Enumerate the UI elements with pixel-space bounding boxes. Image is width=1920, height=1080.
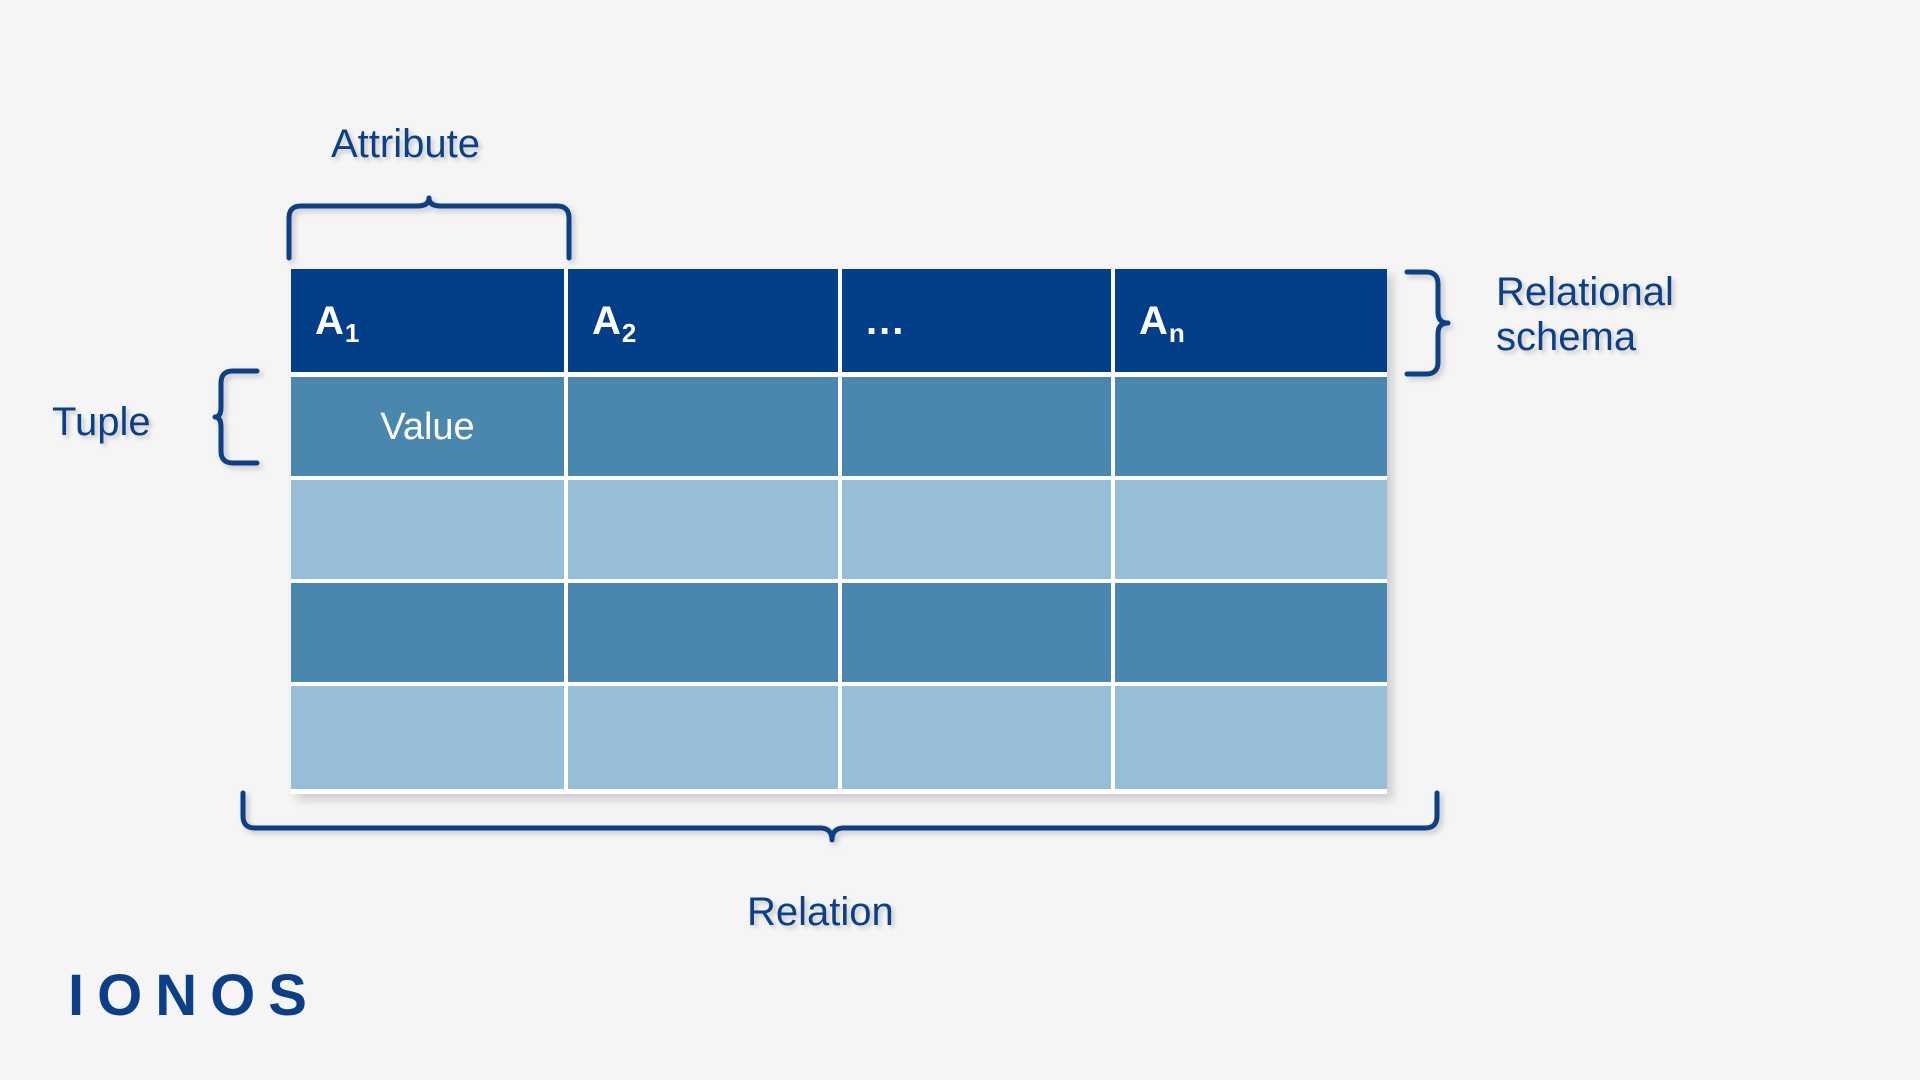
attribute-brace [286,195,572,261]
relational-schema-brace [1404,269,1451,377]
table-cell [568,480,842,579]
table-cell [568,377,842,476]
relational-schema-label: Relational schema [1496,270,1674,359]
table-row [291,480,1387,583]
header-cell-a1: A1 [291,269,568,372]
header-cell-a2: A2 [568,269,842,372]
relation-label: Relation [747,890,894,934]
attribute-label: Attribute [331,122,480,166]
header-cell-an: An [1115,269,1387,372]
table-cell [1115,377,1387,476]
relation-brace [240,790,1440,843]
ionos-logo: IONOS [68,963,320,1028]
header-cell-ellipsis: ... [842,269,1115,372]
table-header-row: A1 A2 ... An [291,269,1387,377]
table-cell [842,480,1115,579]
table-row: Value [291,377,1387,480]
header-label-ellipsis: ... [866,298,906,343]
table-cell [842,583,1115,682]
tuple-label: Tuple [52,400,151,444]
header-label-a1: A1 [315,298,360,348]
table-cell [568,583,842,682]
tuple-brace [212,368,260,466]
table-cell [842,377,1115,476]
table-cell [1115,583,1387,682]
table-cell [1115,686,1387,789]
table-cell [842,686,1115,789]
table-row [291,583,1387,686]
table-cell [568,686,842,789]
value-label: Value [380,405,475,448]
table-cell: Value [291,377,568,476]
table-row [291,686,1387,789]
table-cell [1115,480,1387,579]
header-label-an: An [1139,298,1185,348]
table-cell [291,686,568,789]
relation-table: A1 A2 ... An Value [291,269,1387,794]
table-cell [291,480,568,579]
header-label-a2: A2 [592,298,637,348]
table-cell [291,583,568,682]
